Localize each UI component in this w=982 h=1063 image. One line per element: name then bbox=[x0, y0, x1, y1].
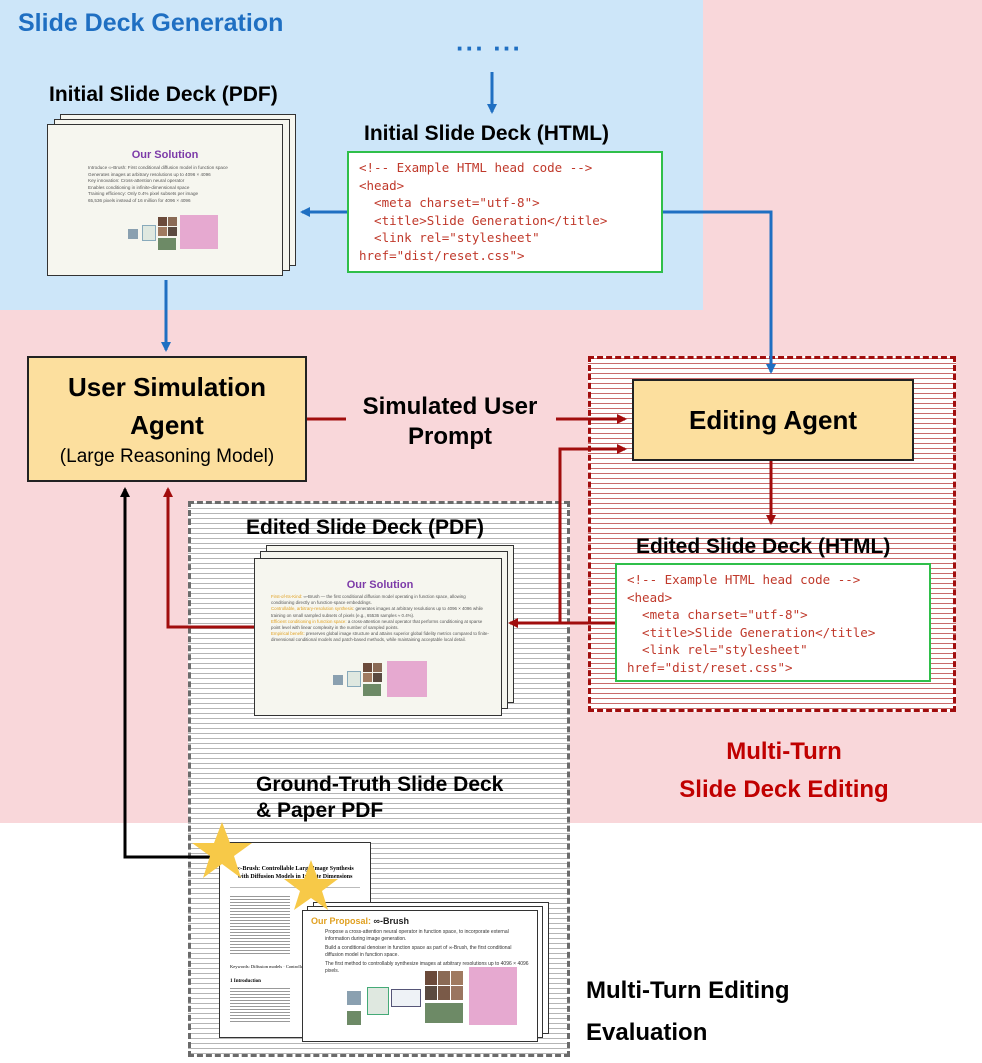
edited-bullet-head: Efficient conditioning in function space… bbox=[271, 618, 347, 624]
edited-bullet-body: preserves global image structure and att… bbox=[271, 631, 489, 643]
edited-html-label: Edited Slide Deck (HTML) bbox=[636, 535, 891, 558]
proposal-bullets: Propose a cross-attention neural operato… bbox=[311, 929, 529, 975]
initial-html-code: <!-- Example HTML head code --> <head> <m… bbox=[347, 151, 663, 273]
code-line: <meta charset="utf-8"> bbox=[627, 607, 808, 622]
edited-bullet-head: Controllable, arbitrary-resolution synth… bbox=[271, 606, 355, 612]
edited-bullet: First-of-Its-Kind: ∞-Brush — the first c… bbox=[271, 594, 489, 606]
code-line: <!-- Example HTML head code --> bbox=[359, 160, 593, 175]
code-line: <meta charset="utf-8"> bbox=[359, 195, 540, 210]
evaluation-title-line2: Evaluation bbox=[586, 1019, 708, 1046]
proposal-bullet: The first method to controllably synthes… bbox=[325, 961, 529, 974]
initial-slide: Our Solution Introduce ∞-Brush: First co… bbox=[47, 124, 283, 276]
initial-pdf-label: Initial Slide Deck (PDF) bbox=[49, 83, 278, 106]
code-line: <head> bbox=[359, 177, 405, 193]
evaluation-title-line1: Multi-Turn Editing bbox=[586, 977, 790, 1004]
generation-title: Slide Deck Generation bbox=[18, 9, 284, 37]
paper-section: 1 Introduction bbox=[230, 979, 261, 984]
black-arrow-ground-truth-to-user-agent bbox=[120, 487, 215, 859]
code-line: <title>Slide Generation</title> bbox=[359, 212, 608, 228]
paper-title: ∞-Brush: Controllable Large Image Synthe… bbox=[236, 866, 354, 880]
user-simulation-agent: User Simulation Agent (Large Reasoning M… bbox=[27, 356, 307, 482]
initial-bullet: Enables conditioning in infinite-dimensi… bbox=[88, 184, 190, 190]
simulated-prompt-label: Simulated User Prompt bbox=[350, 392, 550, 452]
proposal-slide: Our Proposal: ∞-Brush Propose a cross-at… bbox=[302, 910, 538, 1042]
initial-bullet: Generates images at arbitrary resolution… bbox=[88, 171, 211, 177]
initial-bullet: Training efficiency: Only 0.4% pixel sub… bbox=[88, 191, 199, 197]
editing-title-line2: Slide Deck Editing bbox=[679, 776, 889, 803]
edited-bullet-head: First-of-Its-Kind: bbox=[271, 594, 303, 599]
red-arrow-feedback-to-editing bbox=[558, 444, 627, 623]
editing-region-top bbox=[703, 0, 982, 310]
edited-bullet: Efficient conditioning in function space… bbox=[271, 619, 489, 631]
edited-html-code: <!-- Example HTML head code --> <head> <m… bbox=[615, 563, 931, 682]
code-line: href="dist/reset.css"> bbox=[627, 659, 793, 675]
ground-truth-label-line2: & Paper PDF bbox=[256, 799, 384, 822]
simulated-prompt-line1: Simulated User bbox=[362, 393, 538, 420]
code-line: <link rel="stylesheet" bbox=[627, 642, 808, 657]
star-icon bbox=[284, 860, 338, 910]
ground-truth-label: Ground-Truth Slide Deck & Paper PDF bbox=[256, 772, 503, 824]
edited-bullet-body: generates images at arbitrary resolution… bbox=[271, 606, 483, 618]
proposal-title-prefix: Our Proposal: bbox=[311, 916, 372, 926]
code-line: <link rel="stylesheet" bbox=[359, 230, 540, 245]
simulated-prompt-line2: Prompt bbox=[408, 423, 492, 450]
blue-arrow-html-to-editing-agent bbox=[663, 210, 776, 374]
code-line: <head> bbox=[627, 589, 673, 605]
editing-title: Multi-Turn Slide Deck Editing bbox=[650, 733, 918, 809]
edited-slide-bullets: First-of-Its-Kind: ∞-Brush — the first c… bbox=[271, 594, 489, 644]
initial-bullet: Introduce ∞-Brush: First conditional dif… bbox=[88, 165, 228, 170]
edited-slide-title: Our Solution bbox=[346, 579, 414, 591]
proposal-bullet: Propose a cross-attention neural operato… bbox=[325, 929, 509, 942]
initial-bullet: 65,536 pixels instead of 16 million for … bbox=[88, 197, 191, 203]
user-simulation-agent-title2: Agent bbox=[130, 410, 204, 440]
ground-truth-label-line1: Ground-Truth Slide Deck bbox=[256, 773, 504, 796]
code-line: href="dist/reset.css"> bbox=[359, 247, 525, 263]
star-icon bbox=[192, 822, 252, 878]
paper-keywords: Keywords: Diffusion models · Controllabl… bbox=[230, 964, 309, 969]
evaluation-title: Multi-Turn Editing Evaluation bbox=[586, 970, 790, 1054]
continuation-ellipsis: ··· ··· bbox=[456, 33, 523, 63]
edited-bullet: Empirical benefit: preserves global imag… bbox=[271, 631, 489, 643]
edited-slide: Our Solution First-of-Its-Kind: ∞-Brush … bbox=[254, 558, 502, 716]
code-line: <!-- Example HTML head code --> bbox=[627, 572, 861, 587]
proposal-title-name: ∞-Brush bbox=[373, 916, 409, 926]
user-simulation-agent-title1: User Simulation bbox=[68, 372, 266, 402]
edited-bullet: Controllable, arbitrary-resolution synth… bbox=[271, 606, 489, 618]
user-simulation-agent-subtitle: (Large Reasoning Model) bbox=[59, 446, 275, 467]
initial-slide-bullets: Introduce ∞-Brush: First conditional dif… bbox=[88, 165, 270, 205]
initial-bullet: Key innovation: Cross-attention neural o… bbox=[88, 178, 185, 184]
edited-pdf-label: Edited Slide Deck (PDF) bbox=[246, 516, 485, 539]
editing-agent: Editing Agent bbox=[632, 379, 914, 461]
initial-slide-title: Our Solution bbox=[131, 149, 199, 161]
edited-bullet-body: ∞-Brush — the first conditional diffusio… bbox=[271, 594, 466, 606]
proposal-bullet: Build a conditional denoiser in function… bbox=[325, 945, 512, 958]
proposal-title: Our Proposal: ∞-Brush bbox=[311, 916, 529, 926]
code-line: <title>Slide Generation</title> bbox=[627, 624, 876, 640]
edited-bullet-head: Empirical benefit: bbox=[271, 631, 305, 637]
red-arrow-pdf-to-user-agent bbox=[163, 487, 254, 629]
editing-title-line1: Multi-Turn bbox=[726, 738, 842, 765]
initial-html-label: Initial Slide Deck (HTML) bbox=[364, 122, 610, 145]
edited-bullet-body: a cross-attention neural operator that p… bbox=[271, 618, 483, 631]
